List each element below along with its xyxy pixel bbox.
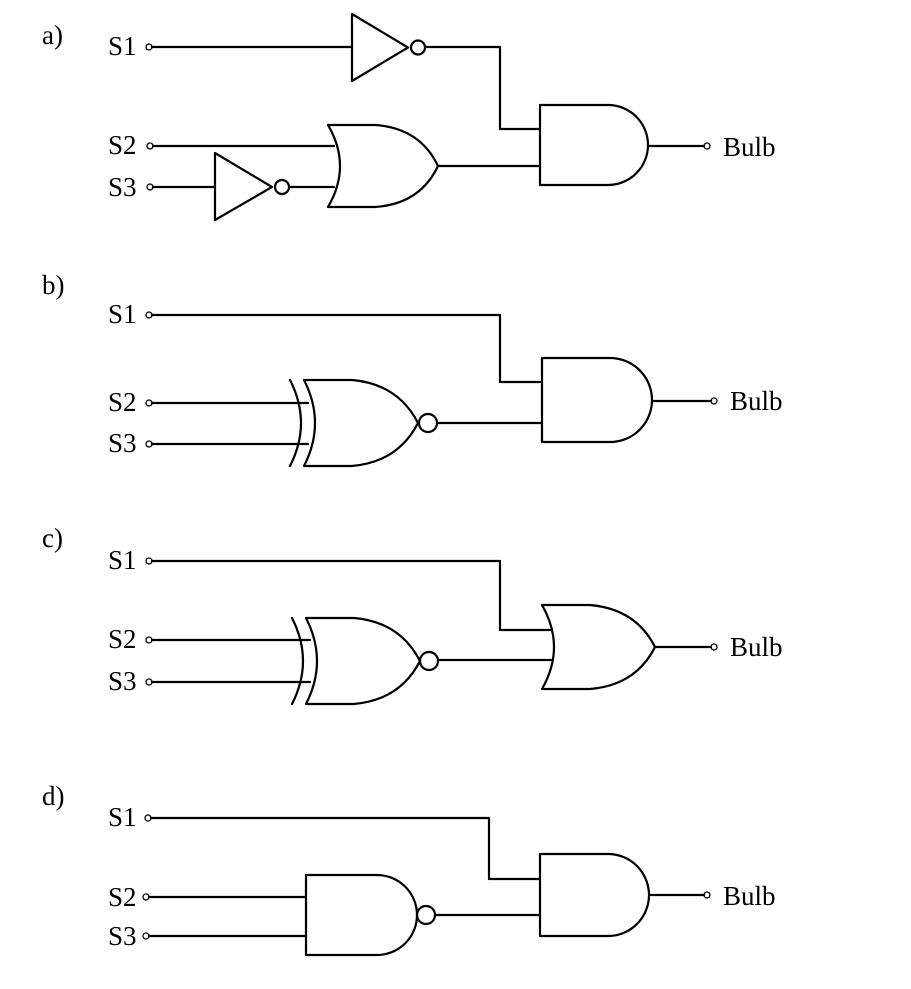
circuit-b-input-s2-label: S2: [108, 387, 137, 417]
circuit-a-not-gate-s3-bubble: [273, 178, 291, 196]
circuit-c-label: c): [42, 523, 63, 553]
circuit-d-wires: [147, 816, 706, 938]
circuit-d: d) S1 S2 S3 Bulb: [42, 781, 776, 957]
circuit-c-wires: [150, 559, 713, 684]
circuit-b-xnor-gate-input-curve: [288, 378, 303, 468]
circuit-a-not-gate-s1: [350, 12, 410, 83]
circuit-a-label: a): [42, 20, 63, 50]
circuit-d-nand-gate: [304, 873, 419, 957]
circuit-b-wires: [150, 313, 713, 446]
circuit-d-nand-gate-bubble: [415, 904, 437, 926]
circuit-b-input-s1-label: S1: [108, 299, 137, 329]
circuit-a-or-gate: [326, 123, 440, 209]
circuit-c-xnor-gate-bubble: [418, 650, 440, 672]
circuit-b-output-label: Bulb: [730, 386, 783, 416]
circuit-d-label: d): [42, 781, 65, 811]
circuit-d-output-label: Bulb: [723, 881, 776, 911]
circuit-c-output-label: Bulb: [730, 632, 783, 662]
circuit-b-input-s3-label: S3: [108, 428, 137, 458]
circuit-b-xnor-gate-bubble: [417, 412, 439, 434]
circuit-c-xnor-gate-input-curve: [290, 616, 305, 706]
circuit-b-xnor-gate: [302, 378, 420, 468]
circuit-c-or-gate: [540, 603, 657, 691]
circuit-a-input-s1-label: S1: [108, 31, 137, 61]
circuit-c-input-s2-label: S2: [108, 624, 137, 654]
circuit-d-input-s3-label: S3: [108, 921, 137, 951]
circuit-d-input-s1-label: S1: [108, 802, 137, 832]
circuit-c-input-s1-label: S1: [108, 545, 137, 575]
circuit-b: b) S1 S2 S3 Bulb: [42, 270, 783, 468]
circuit-a-input-s3-label: S3: [108, 172, 137, 202]
circuit-c: c) S1 S2 S3 Bulb: [42, 523, 783, 706]
circuit-a-output-label: Bulb: [723, 132, 776, 162]
circuit-b-and-gate: [540, 356, 654, 444]
circuit-a-not-gate-s3: [213, 151, 274, 222]
circuit-a-input-s2-label: S2: [108, 130, 137, 160]
circuit-c-xnor-gate: [304, 616, 422, 706]
circuit-a-wires: [150, 45, 706, 189]
circuit-c-input-s3-label: S3: [108, 666, 137, 696]
circuit-b-label: b): [42, 270, 65, 300]
circuit-a-not-gate-s1-bubble: [409, 39, 427, 56]
circuit-d-input-s2-label: S2: [108, 882, 137, 912]
circuit-a-and-gate: [538, 103, 650, 187]
circuit-a: a) S1 S2 S3 Bulb: [42, 12, 776, 222]
circuit-d-and-gate: [538, 852, 651, 938]
